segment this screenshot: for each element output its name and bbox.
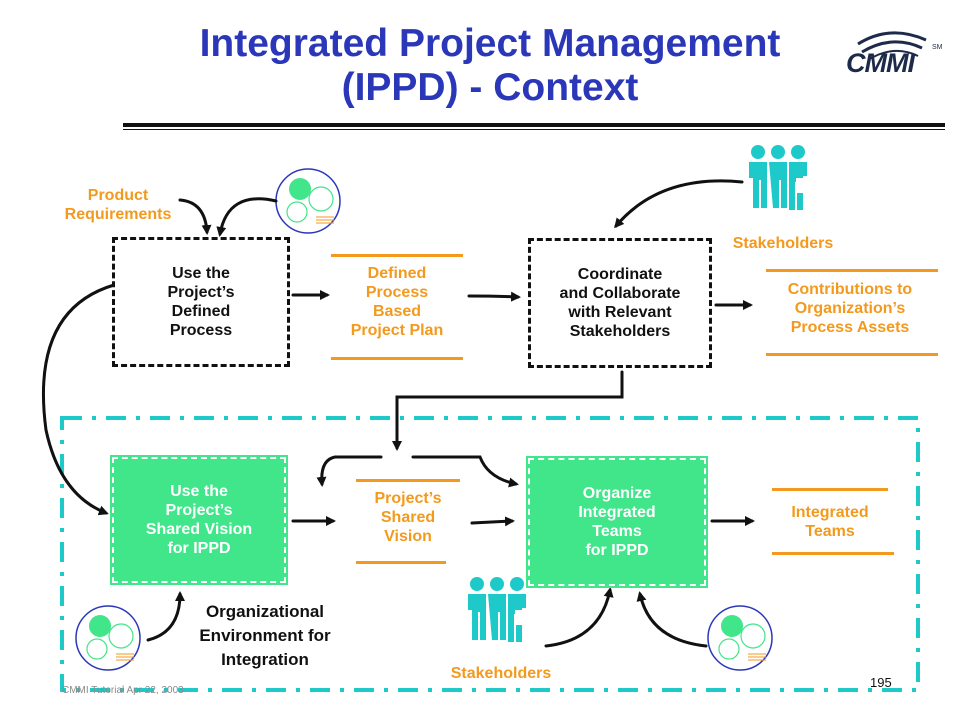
arrow-stakeholders-to-coordinate xyxy=(614,179,744,229)
arrow-stakeholders-to-organize xyxy=(544,587,614,648)
vision-top-line xyxy=(356,479,460,482)
arrow-assets-to-organize xyxy=(636,591,708,648)
arrow-to-organize xyxy=(411,455,519,488)
cmmi-swoosh-icon xyxy=(857,31,927,61)
arrow-to-use-vision xyxy=(316,455,383,487)
contributions-label: Contributions to Organization’s Process … xyxy=(787,281,913,336)
project-plan-label: Defined Process Based Project Plan xyxy=(350,265,444,339)
plan-top-line xyxy=(331,254,463,257)
organize-teams-box: Organize Integrated Teams for IPPD xyxy=(526,456,708,588)
product-requirements-label: Product Requirements xyxy=(64,187,172,223)
teams-top-line xyxy=(772,488,888,491)
contributions-bottom-line xyxy=(766,353,938,356)
arrow-requirements xyxy=(178,198,212,235)
title-rule-thick xyxy=(123,123,945,127)
process-assets-icon xyxy=(275,168,341,234)
title-rule-thin xyxy=(123,129,945,130)
arrow-assets-to-process xyxy=(216,197,278,237)
footer-text: CMMI Tutorial Apr 22, 2003 xyxy=(62,685,184,696)
plan-bottom-line xyxy=(331,357,463,360)
stakeholders-bottom-label: Stakeholders xyxy=(450,665,552,682)
vision-bottom-line xyxy=(356,561,446,564)
use-shared-vision-box: Use the Project’s Shared Vision for IPPD xyxy=(110,455,288,585)
cmmi-logo: CMMI SM xyxy=(840,22,943,92)
title-line-1: Integrated Project Management xyxy=(199,22,781,65)
logo-text: CMMI xyxy=(846,48,915,78)
arrow-shared-vision-to-organize xyxy=(470,516,515,527)
arrow-coordinate-down xyxy=(392,370,624,451)
arrow-environment-to-vision xyxy=(146,591,185,642)
stakeholders-top-label: Stakeholders xyxy=(732,235,834,252)
org-environment-label: Organizational Environment for Integrati… xyxy=(199,602,331,669)
stakeholders-people-icon xyxy=(749,145,807,210)
slide-title: Integrated Project Management (IPPD) - C… xyxy=(100,22,880,110)
teams-bottom-line xyxy=(772,552,894,555)
logo-trademark: SM xyxy=(932,44,943,51)
contributions-top-line xyxy=(766,269,938,272)
use-defined-process-box: Use the Project’s Defined Process xyxy=(112,237,290,367)
ippd-region-border xyxy=(60,416,920,692)
shared-vision-label: Project’s Shared Vision xyxy=(374,490,442,545)
process-assets-icon xyxy=(75,605,141,671)
coordinate-collaborate-box: Coordinate and Collaborate with Relevant… xyxy=(528,238,712,368)
arrow-plan-to-coordinate xyxy=(467,291,521,302)
arrow-process-to-vision xyxy=(41,283,116,516)
page-number: 195 xyxy=(870,675,892,690)
integrated-teams-label: Integrated Teams xyxy=(791,504,869,540)
stakeholders-people-icon xyxy=(468,577,526,642)
title-line-2: (IPPD) - Context xyxy=(341,66,639,109)
process-assets-icon xyxy=(707,605,773,671)
